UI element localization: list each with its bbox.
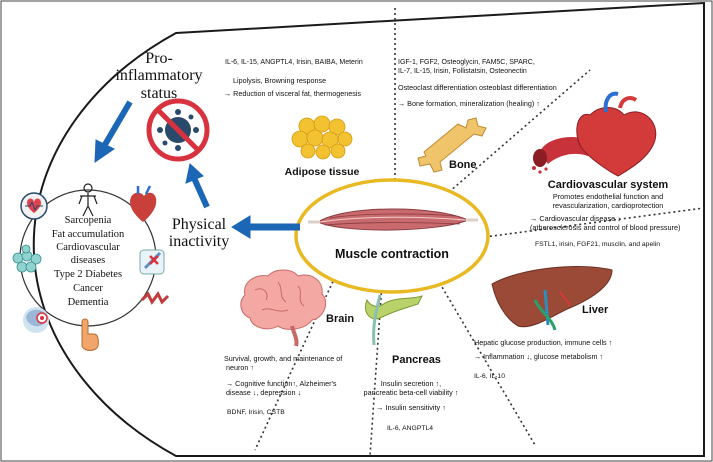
pancreas-section: Pancreas Insulin secretion ↑, pancreatic… [364,294,459,432]
pancreas-title: Pancreas [392,354,441,366]
pancreas-effect-1: Insulin secretion ↑, [381,379,441,388]
adipose-myokines: IL-6, IL-15, ANGPTL4, Irisin, BAIBA, Met… [225,59,363,66]
liver-myokines: IL-6, IL-10 [474,373,505,380]
heart-vessel-icon [532,91,657,177]
brain-effect-1: Survival, growth, and maintenance of [224,354,342,363]
brain-effect-2: neuron ↑ [226,363,254,372]
heart-monitor-icon [20,192,48,220]
disease-cancer: Cancer [73,283,103,294]
disease-fat-accumulation: Fat accumulation [52,229,125,240]
cardio-effect-2: revascularization, cardioprotection [553,201,664,210]
cardio-effect-1: Promotes endothelial function and [553,192,663,201]
bone-title: Bone [449,159,477,171]
brain-effect-4: disease ↓, depression ↓ [226,388,301,397]
cardio-section: Cardiovascular system Promotes endotheli… [530,91,680,248]
muscle-contraction-ellipse [294,178,490,294]
liver-section: Liver Hepatic glucose production, immune… [474,266,613,380]
blue-arrows [94,100,300,239]
brain-title: Brain [326,313,354,325]
brain-section: Brain Survival, growth, and maintenance … [224,269,354,416]
person-icon [78,183,98,217]
cancer-ribbon-icon [140,291,170,305]
adipose-effect-1: Lipolysis, Browning response [233,76,326,85]
no-virus-icon [146,98,210,162]
bone-myokines-1: IGF-1, FGF2, Osteoglycin, FAM5C, SPARC, [398,59,535,66]
bone-icon [417,117,487,173]
brain-myokines: BDNF, Irisin, CSTB [227,409,285,416]
physical-inactivity-line-1: Physical [172,216,227,233]
brain-effect-3: → Cognitive function↑, Alzheimer's [226,379,337,388]
pancreas-icon [365,294,423,346]
disease-dementia: Dementia [68,297,109,308]
disease-sarcopenia: Sarcopenia [65,215,112,226]
pancreas-effect-2: pancreatic beta-cell viability ↑ [364,388,459,397]
pro-inflammatory-line-2: inflammatory [115,67,202,84]
cardio-effect-3: → Cardiovascular disease ↓ [530,214,621,223]
liver-effect-2: → Inflammation ↓, glucose metabolism ↑ [474,352,603,361]
liver-icon [491,266,613,331]
brain-icon [240,269,327,347]
bone-effect-2: → Bone formation, mineralization (healin… [398,99,540,108]
adipose-effect-2: → Reduction of visceral fat, thermogenes… [224,89,361,98]
fat-cells-icon [291,115,353,160]
adipose-title: Adipose tissue [285,166,360,178]
bone-effect-1: Osteoclast differentiation osteoblast di… [398,83,557,92]
liver-title: Liver [582,304,609,316]
bone-myokines-2: IL-7, IL-15, Irisin, Follistatsin, Osteo… [398,68,527,75]
disease-diseases: diseases [71,255,105,266]
muscle-icon [308,208,478,231]
disease-cardiovascular: Cardiovascular [56,242,120,253]
blood-test-icon [139,249,165,275]
disease-type2-diabetes: Type 2 Diabetes [54,269,122,280]
cardio-effect-4: (atherosclerosis and control of blood pr… [530,223,680,232]
heart-organ-icon [130,185,157,222]
disease-list: Sarcopenia Fat accumulation Cardiovascul… [52,215,125,308]
pancreas-effect-3: → Insulin sensitivity ↑ [376,403,446,412]
cardio-myokines: FSTL1, irisin, FGF21, musclin, and apeli… [535,241,660,248]
muscle-contraction-label: Muscle contraction [335,247,449,261]
adipose-section: IL-6, IL-15, ANGPTL4, Irisin, BAIBA, Met… [224,59,363,178]
pro-inflammatory-line-1: Pro- [145,50,173,67]
pro-inflammatory-line-3: status [141,85,177,102]
bone-section: IGF-1, FGF2, Osteoglycin, FAM5C, SPARC, … [398,59,557,173]
cardio-title: Cardiovascular system [548,179,669,191]
physical-inactivity-line-2: inactivity [169,233,229,250]
fat-cluster-icon [12,244,42,273]
brain-target-icon [23,307,49,333]
pancreas-myokines: IL-6, ANGPTL4 [387,425,433,432]
hand-point-icon [81,318,99,351]
liver-effect-1: Hepatic glucose production, immune cells… [474,338,612,347]
